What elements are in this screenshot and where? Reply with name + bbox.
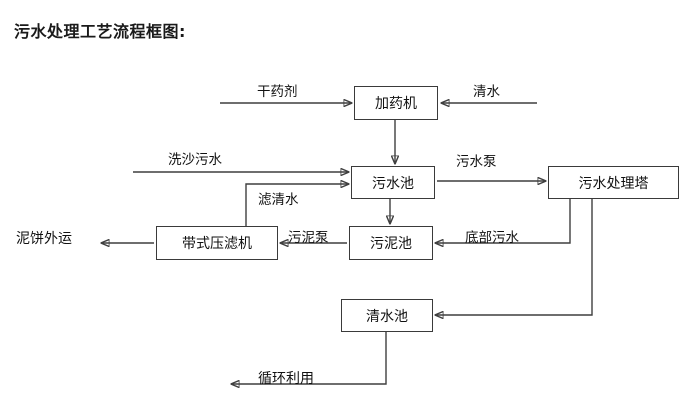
page-title: 污水处理工艺流程框图: bbox=[14, 22, 186, 41]
terminal-recycle-use: 循环利用 bbox=[258, 371, 314, 387]
edge-label-bottom-sewage: 底部污水 bbox=[465, 230, 519, 246]
edge-label-sludge-pump: 污泥泵 bbox=[288, 230, 329, 246]
edge-label-dry-reagent: 干药剂 bbox=[257, 84, 298, 100]
node-clear-pool[interactable]: 清水池 bbox=[341, 299, 433, 332]
node-label: 污水池 bbox=[372, 175, 414, 192]
node-label: 清水池 bbox=[366, 308, 408, 325]
node-label: 加药机 bbox=[375, 96, 417, 112]
edge-clear-pool-to-recycle bbox=[231, 332, 387, 384]
edge-tower-bottom-to-sludge-pool bbox=[435, 199, 571, 243]
edge-label-sewage-pump: 污水泵 bbox=[456, 154, 497, 170]
edge-label-sand-wash-water: 洗沙污水 bbox=[168, 152, 222, 168]
edge-tower-to-clear-pool bbox=[435, 199, 593, 315]
node-label: 污泥池 bbox=[370, 236, 412, 252]
edge-label-filtrate: 滤清水 bbox=[258, 192, 299, 208]
node-sewage-pool[interactable]: 污水池 bbox=[351, 166, 435, 199]
node-label: 污水处理塔 bbox=[578, 175, 649, 192]
terminal-mud-cake-out: 泥饼外运 bbox=[16, 231, 72, 247]
node-belt-press[interactable]: 带式压滤机 bbox=[156, 226, 278, 260]
edge-label-clean-water: 清水 bbox=[473, 84, 500, 100]
edge-filtrate-to-sewage-pool bbox=[245, 184, 349, 226]
node-treatment-tower[interactable]: 污水处理塔 bbox=[548, 166, 679, 199]
node-sludge-pool[interactable]: 污泥池 bbox=[349, 226, 433, 260]
node-label: 带式压滤机 bbox=[182, 236, 252, 252]
node-dosing-machine[interactable]: 加药机 bbox=[354, 86, 438, 120]
